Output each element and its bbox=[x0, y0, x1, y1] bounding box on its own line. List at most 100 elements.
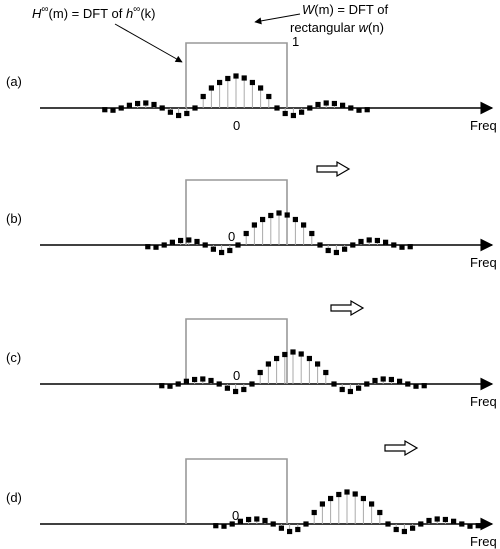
sinc-sample bbox=[418, 521, 424, 527]
sinc-sample bbox=[380, 376, 386, 382]
sinc-sample bbox=[178, 237, 184, 244]
sinc-sample bbox=[328, 495, 334, 502]
sinc-sample bbox=[254, 516, 260, 522]
shift-arrow-icon bbox=[330, 299, 365, 317]
sinc-sample bbox=[295, 526, 301, 533]
sinc-sample bbox=[299, 109, 305, 115]
sinc-sample bbox=[369, 501, 375, 507]
sinc-sample bbox=[282, 351, 288, 358]
sinc-sample bbox=[257, 369, 263, 376]
sinc-sample bbox=[159, 105, 165, 111]
sinc-sample bbox=[282, 110, 288, 117]
sinc-sample bbox=[413, 383, 419, 389]
sinc-sample bbox=[459, 521, 465, 527]
sinc-sample bbox=[442, 516, 448, 523]
rectangular-window bbox=[185, 42, 288, 108]
sinc-sample bbox=[169, 239, 175, 245]
annotation-h-infinity: H∞(m) = DFT of h∞(k) bbox=[32, 4, 155, 21]
sinc-sample bbox=[278, 525, 284, 531]
sinc-sample bbox=[216, 381, 222, 387]
sinc-sample bbox=[194, 238, 200, 245]
sinc-sample bbox=[167, 109, 173, 115]
sinc-sample bbox=[301, 222, 307, 228]
sinc-sample bbox=[309, 230, 315, 237]
sinc-sample bbox=[241, 75, 247, 81]
sinc-sample bbox=[383, 239, 389, 245]
sinc-sample bbox=[393, 526, 399, 533]
rectangular-window bbox=[185, 179, 288, 245]
sinc-sample bbox=[377, 509, 383, 516]
sinc-sample bbox=[317, 242, 323, 248]
rectangular-window bbox=[185, 318, 288, 384]
sinc-sample bbox=[260, 216, 266, 223]
sinc-sample bbox=[315, 361, 321, 367]
freq-axis-label: Freq bbox=[470, 534, 497, 549]
sinc-sample bbox=[340, 102, 346, 108]
sinc-sample bbox=[176, 112, 182, 119]
sinc-sample bbox=[366, 237, 372, 243]
sinc-sample bbox=[202, 242, 208, 248]
sinc-sample bbox=[339, 386, 345, 393]
sinc-sample bbox=[118, 105, 124, 111]
sinc-sample bbox=[249, 381, 255, 387]
sinc-sample bbox=[235, 242, 241, 248]
sinc-sample bbox=[303, 521, 309, 527]
sinc-sample bbox=[347, 388, 353, 395]
sinc-sample bbox=[410, 525, 416, 531]
sinc-sample bbox=[306, 355, 312, 362]
sinc-sample bbox=[241, 386, 247, 393]
zero-label: 0 bbox=[233, 118, 240, 133]
sinc-sample bbox=[290, 349, 296, 355]
sinc-sample bbox=[356, 107, 362, 113]
sinc-sample bbox=[356, 385, 362, 391]
sinc-sample bbox=[110, 107, 116, 113]
zero-label: 0 bbox=[228, 229, 235, 244]
sinc-sample bbox=[153, 244, 159, 250]
sinc-sample bbox=[102, 107, 108, 113]
sinc-sample bbox=[208, 85, 214, 91]
sinc-sample bbox=[192, 376, 198, 383]
panel-label: (b) bbox=[6, 211, 22, 226]
sinc-sample bbox=[319, 501, 325, 507]
sinc-sample bbox=[143, 100, 149, 106]
sinc-sample bbox=[323, 369, 329, 376]
sinc-sample bbox=[372, 377, 378, 384]
sinc-sample bbox=[233, 388, 239, 395]
sinc-sample bbox=[159, 383, 165, 389]
sinc-sample bbox=[352, 491, 358, 497]
sinc-sample bbox=[405, 381, 411, 387]
zero-label: 0 bbox=[233, 368, 240, 383]
sinc-sample bbox=[151, 101, 157, 108]
sinc-sample bbox=[249, 79, 255, 86]
sinc-sample bbox=[421, 383, 427, 389]
sinc-sample bbox=[258, 85, 264, 91]
sinc-sample bbox=[186, 237, 192, 243]
window-height-label: 1 bbox=[292, 34, 299, 49]
sinc-sample bbox=[183, 378, 189, 384]
sinc-sample bbox=[374, 237, 380, 244]
sinc-sample bbox=[135, 100, 141, 107]
sinc-sample bbox=[348, 105, 354, 111]
sinc-sample bbox=[184, 110, 190, 117]
sinc-sample bbox=[336, 491, 342, 498]
sinc-sample bbox=[467, 523, 473, 529]
sinc-sample bbox=[161, 242, 167, 248]
freq-axis-label: Freq bbox=[470, 118, 497, 133]
sinc-sample bbox=[229, 521, 235, 527]
sinc-sample bbox=[333, 249, 339, 256]
freq-axis-label: Freq bbox=[470, 255, 497, 270]
sinc-sample bbox=[200, 376, 206, 382]
sinc-sample bbox=[315, 101, 321, 108]
sinc-sample bbox=[274, 355, 280, 362]
sinc-sample bbox=[233, 73, 239, 79]
shift-arrow-icon bbox=[384, 439, 419, 457]
sinc-sample bbox=[407, 244, 413, 250]
sinc-sample bbox=[391, 242, 397, 248]
sinc-sample bbox=[175, 381, 181, 387]
sinc-sample bbox=[219, 249, 225, 256]
sinc-sample bbox=[331, 100, 337, 107]
